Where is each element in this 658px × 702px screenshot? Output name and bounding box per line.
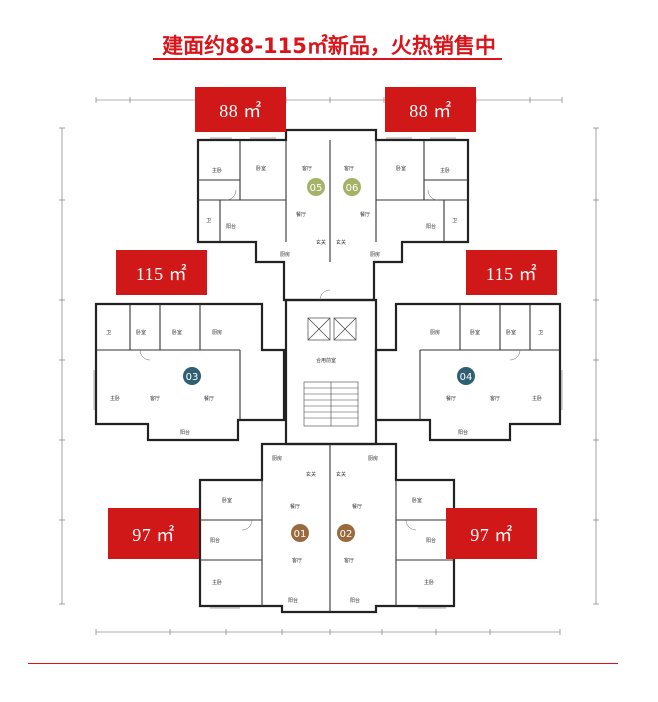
unit-number-06: 06 bbox=[346, 183, 359, 194]
room-label: 阳台 bbox=[226, 223, 236, 230]
dimension-lines bbox=[59, 97, 599, 635]
room-label: 卧室 bbox=[136, 329, 146, 336]
room-label: 阳台 bbox=[426, 223, 436, 230]
room-label: 厨房 bbox=[272, 455, 282, 462]
room-label: 餐厅 bbox=[204, 395, 214, 402]
room-label: 阳台 bbox=[288, 597, 298, 604]
room-labels: 主卧 卧室 客厅 客厅 卧室 主卧 餐厅 餐厅 阳台 阳台 卫 卫 厨房 厨房 … bbox=[106, 165, 543, 604]
room-label: 餐厅 bbox=[290, 503, 300, 510]
room-label: 卧室 bbox=[396, 165, 406, 172]
room-label: 主卧 bbox=[424, 579, 434, 586]
core-elevator bbox=[307, 317, 357, 341]
room-label: 卫 bbox=[106, 330, 111, 336]
room-label: 玄关 bbox=[336, 239, 346, 246]
room-label: 阳台 bbox=[210, 537, 220, 544]
bottom-divider bbox=[28, 663, 618, 664]
exterior-walls bbox=[94, 128, 562, 614]
unit-number-02: 02 bbox=[340, 529, 353, 540]
core-stair bbox=[303, 381, 359, 427]
room-label: 主卧 bbox=[440, 167, 450, 174]
room-label: 厨房 bbox=[368, 455, 378, 462]
room-label: 厨房 bbox=[212, 329, 222, 336]
unit-number-03: 03 bbox=[186, 372, 199, 383]
room-label: 阳台 bbox=[350, 597, 360, 604]
room-label: 阳台 bbox=[180, 429, 190, 436]
room-label: 卧室 bbox=[506, 329, 516, 336]
unit-badge-04 bbox=[457, 367, 475, 385]
room-label: 厨房 bbox=[280, 251, 290, 258]
room-label: 厨房 bbox=[430, 329, 440, 336]
room-label: 卫 bbox=[538, 330, 543, 336]
area-tag-unit-03: 115 ㎡ bbox=[116, 250, 207, 295]
room-label: 客厅 bbox=[150, 395, 160, 402]
room-label: 主卧 bbox=[212, 167, 222, 174]
interior-walls bbox=[96, 140, 560, 612]
room-label: 阳台 bbox=[458, 429, 468, 436]
room-label: 餐厅 bbox=[446, 395, 456, 402]
room-label: 合用前室 bbox=[316, 357, 336, 364]
unit-badge-03 bbox=[183, 367, 201, 385]
room-label: 玄关 bbox=[336, 471, 346, 478]
room-label: 卧室 bbox=[256, 165, 266, 172]
room-label: 主卧 bbox=[532, 395, 542, 402]
room-label: 客厅 bbox=[490, 395, 500, 402]
area-tag-unit-06: 88 ㎡ bbox=[385, 87, 476, 132]
door-swings bbox=[139, 189, 521, 531]
windows bbox=[93, 137, 563, 609]
unit-number-01: 01 bbox=[294, 529, 307, 540]
area-tag-unit-04: 115 ㎡ bbox=[466, 250, 557, 295]
room-label: 玄关 bbox=[306, 471, 316, 478]
room-label: 客厅 bbox=[302, 165, 312, 172]
room-label: 主卧 bbox=[110, 395, 120, 402]
room-label: 餐厅 bbox=[352, 503, 362, 510]
room-label: 客厅 bbox=[292, 557, 302, 564]
unit-number-05: 05 bbox=[310, 183, 323, 194]
room-label: 阳台 bbox=[426, 537, 436, 544]
room-label: 卫 bbox=[206, 218, 211, 224]
headline: 建面约88-115㎡新品，火热销售中 bbox=[162, 34, 496, 58]
unit-badges: 05 06 03 04 01 02 bbox=[183, 178, 475, 542]
unit-badge-02 bbox=[337, 524, 355, 542]
unit-number-04: 04 bbox=[460, 372, 473, 383]
room-label: 卫 bbox=[452, 218, 457, 224]
room-label: 厨房 bbox=[370, 251, 380, 258]
room-label: 卧室 bbox=[172, 329, 182, 336]
room-label: 餐厅 bbox=[360, 211, 370, 218]
area-tag-unit-02: 97 ㎡ bbox=[446, 508, 537, 559]
room-label: 主卧 bbox=[212, 579, 222, 586]
room-label: 卧室 bbox=[412, 497, 422, 504]
headline-underline bbox=[153, 58, 502, 60]
room-label: 玄关 bbox=[316, 239, 326, 246]
unit-badge-01 bbox=[291, 524, 309, 542]
unit-badge-05 bbox=[307, 178, 325, 196]
area-tag-unit-01: 97 ㎡ bbox=[108, 508, 199, 559]
area-tag-unit-05: 88 ㎡ bbox=[195, 87, 286, 132]
room-label: 客厅 bbox=[344, 557, 354, 564]
room-label: 餐厅 bbox=[296, 211, 306, 218]
room-label: 客厅 bbox=[344, 165, 354, 172]
room-label: 卧室 bbox=[470, 329, 480, 336]
unit-badge-06 bbox=[343, 178, 361, 196]
room-label: 卧室 bbox=[222, 497, 232, 504]
